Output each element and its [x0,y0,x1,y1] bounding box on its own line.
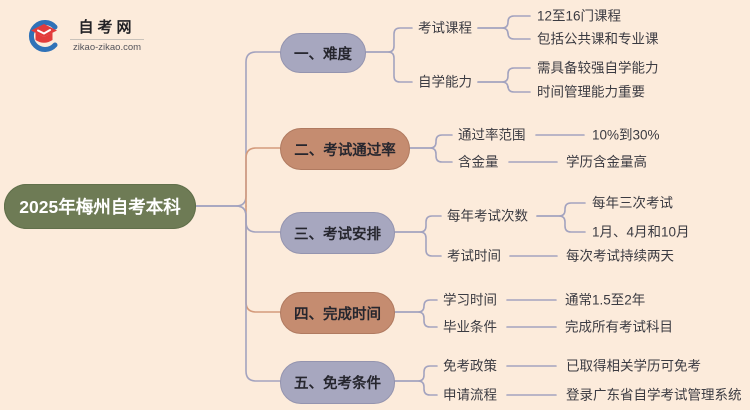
sub-label: 含金量 [458,154,499,170]
sub-label: 毕业条件 [443,319,497,335]
sub-connector [394,380,438,396]
leaf-label: 已取得相关学历可免考 [566,358,701,374]
branch-connector [245,147,281,207]
branch-pill: 四、完成时间 [280,292,395,334]
leaf-label: 包括公共课和专业课 [537,31,659,47]
branch-pill: 五、免考条件 [280,360,395,404]
leaf-label: 10%到30% [592,127,660,143]
sub-label: 考试课程 [418,20,472,36]
sub-label: 申请流程 [443,387,497,403]
sub-connector [394,311,438,328]
sub-label: 通过率范围 [458,127,526,143]
site-logo: 自考网 zikao-zikao.com [26,18,144,54]
leaf-label: 需具备较强自学能力 [537,60,659,76]
branch-pill: 一、难度 [280,33,366,73]
branch-connector [195,51,281,207]
sub-connector [365,51,413,83]
branch-connector [195,205,281,382]
leaf-connector [477,27,531,40]
branch-pill: 二、考试通过率 [280,128,410,170]
sub-label: 自学能力 [418,74,472,90]
graduation-cap-icon [26,18,62,54]
leaf-label: 学历含金量高 [566,154,647,170]
leaf-label: 登录广东省自学考试管理系统 [566,387,742,403]
leaf-label: 通常1.5至2年 [565,292,646,308]
leaf-connector [477,81,531,93]
logo-title: 自考网 [78,19,136,36]
branch-pill: 三、考试安排 [280,212,395,254]
logo-divider [70,39,144,40]
leaf-connector [536,215,586,233]
sub-label: 学习时间 [443,292,497,308]
leaf-label: 12至16门课程 [537,8,622,24]
sub-connector [409,147,453,163]
leaf-label: 时间管理能力重要 [537,84,645,100]
leaf-label: 每年三次考试 [592,195,673,211]
leaf-label: 每次考试持续两天 [566,248,674,264]
sub-connector [394,231,442,257]
central-topic: 2025年梅州自考本科 [4,184,196,229]
leaf-label: 1月、4月和10月 [592,224,690,240]
logo-domain: zikao-zikao.com [72,42,142,53]
sub-label: 免考政策 [443,358,497,374]
sub-label: 考试时间 [447,248,501,264]
leaf-label: 完成所有考试科目 [565,319,673,335]
sub-label: 每年考试次数 [447,208,528,224]
